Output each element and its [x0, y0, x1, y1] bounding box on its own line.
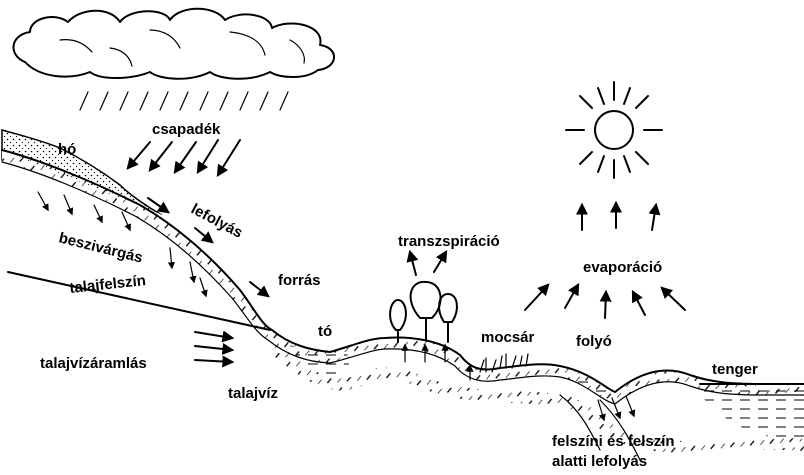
label-flow-line2: alatti lefolyás	[552, 453, 647, 470]
label-snow: hó	[58, 141, 76, 158]
label-river: folyó	[576, 333, 612, 350]
rain-streaks	[79, 91, 289, 111]
transpiration-arrows	[406, 249, 448, 276]
ground-surface-line	[7, 271, 271, 331]
trees	[389, 280, 458, 343]
evaporation-arrows	[524, 200, 686, 319]
terrain	[1, 149, 804, 475]
label-lake: tó	[318, 323, 332, 340]
precipitation-arrows	[126, 139, 241, 178]
label-spring: forrás	[278, 272, 321, 289]
label-sea: tenger	[712, 361, 758, 378]
label-transpiration: transzspiráció	[398, 233, 500, 250]
infiltration-arrows	[37, 191, 208, 298]
cloud-icon	[12, 7, 335, 80]
runoff-arrows	[147, 197, 270, 298]
groundwater-flow-arrows	[194, 330, 235, 368]
uptake-arrows	[401, 343, 474, 381]
label-groundwater-flow: talajvízáramlás	[40, 355, 147, 372]
subsurface-runoff-arrows	[597, 395, 636, 422]
label-swamp: mocsár	[481, 329, 535, 346]
swamp-grass	[479, 353, 529, 373]
sun-icon	[565, 81, 663, 179]
sea	[690, 383, 804, 440]
label-precipitation: csapadék	[152, 121, 221, 138]
label-evaporation: evaporáció	[583, 259, 662, 276]
lake	[290, 345, 350, 376]
river	[575, 372, 612, 395]
label-groundwater: talajvíz	[228, 385, 278, 402]
label-flow-line1: felszíni és felszín	[552, 433, 675, 450]
label-runoff: lefolyás	[188, 201, 245, 242]
snow-cover	[1, 129, 163, 216]
